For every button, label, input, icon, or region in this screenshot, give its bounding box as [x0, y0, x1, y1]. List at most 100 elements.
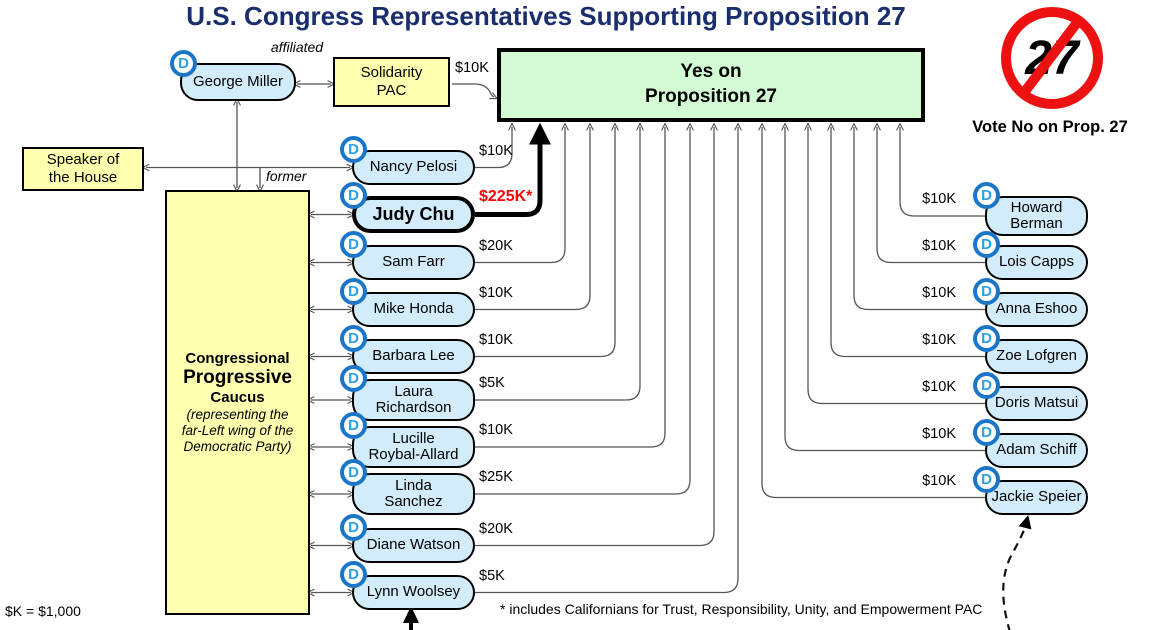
rep-pill: Jackie Speier: [985, 480, 1088, 515]
rep-amount-label: $10K: [922, 284, 956, 301]
rep-name: Zoe Lofgren: [996, 347, 1077, 365]
rep-name: Mike Honda: [373, 300, 454, 318]
rep-pill: Mike Honda: [352, 292, 475, 327]
pac-yes-connector: [452, 83, 494, 97]
rep-name: Linda Sanchez: [384, 476, 443, 510]
speier-dashed-arrow: [1002, 515, 1032, 630]
rep-name: Anna Eshoo: [995, 300, 1078, 318]
funding-connector: [877, 127, 985, 264]
rep-pill: Sam Farr: [352, 245, 475, 280]
pac-amount-label: $10K: [455, 60, 489, 76]
funding-connector: [475, 127, 512, 169]
democrat-badge-icon: D: [973, 182, 1000, 209]
caucus-line2: Progressive: [183, 366, 292, 388]
rep-pill: Zoe Lofgren: [985, 339, 1088, 374]
rep-pill: Doris Matsui: [985, 386, 1088, 421]
rep-amount-label: $10K: [479, 422, 513, 438]
funding-connector: [475, 127, 665, 448]
democrat-badge-icon: D: [340, 182, 367, 209]
rep-pill: Diane Watson: [352, 528, 475, 563]
rep-pill: Judy Chu: [352, 196, 475, 233]
funding-connector: [475, 127, 640, 401]
rep-name: Adam Schiff: [996, 441, 1077, 459]
rep-name: Nancy Pelosi: [369, 158, 458, 176]
rep-amount-label: $20K: [479, 237, 513, 254]
vote-no-caption: Vote No on Prop. 27: [972, 118, 1128, 136]
funding-connector: [808, 127, 985, 405]
scale-footnote: $K = $1,000: [5, 603, 81, 619]
democrat-badge-icon: D: [340, 231, 367, 258]
funding-connector: [475, 127, 738, 594]
rep-pill: Lucille Roybal-Allard: [352, 426, 475, 468]
funding-connector: [475, 127, 714, 547]
rep-name: Lois Capps: [998, 253, 1075, 271]
rep-pill: Linda Sanchez: [352, 473, 475, 515]
asterisk-footnote: * includes Californians for Trust, Respo…: [500, 601, 983, 617]
rep-pill: Nancy Pelosi: [352, 150, 475, 185]
rep-amount-label: $10K: [479, 331, 513, 348]
yes-on-prop27-box: Yes on Proposition 27: [497, 48, 925, 122]
rep-name: Jackie Speier: [991, 488, 1082, 506]
democrat-badge-icon: D: [340, 325, 367, 352]
democrat-badge-icon: D: [340, 514, 367, 541]
caucus-note: (representing the far-Left wing of the D…: [181, 406, 294, 455]
rep-amount-label: $5K: [479, 375, 505, 391]
funding-connector-highlight: [475, 122, 552, 217]
rep-pill: Anna Eshoo: [985, 292, 1088, 327]
funding-connector: [900, 127, 985, 217]
rep-pill: Adam Schiff: [985, 433, 1088, 468]
democrat-badge-icon: D: [340, 278, 367, 305]
caucus-line3: Caucus: [210, 388, 265, 406]
democrat-badge-icon: D: [973, 466, 1000, 493]
funding-connector: [475, 127, 590, 311]
rep-name: Lynn Woolsey: [366, 583, 461, 601]
rep-pill: Lynn Woolsey: [352, 575, 475, 610]
rep-name: Sam Farr: [382, 253, 445, 271]
rep-name: Doris Matsui: [994, 394, 1079, 412]
democrat-badge-icon: D: [340, 136, 367, 163]
rep-amount-label: $10K: [922, 331, 956, 348]
democrat-badge-icon: D: [973, 419, 1000, 446]
rep-name: Howard Berman: [1010, 198, 1063, 232]
funding-connector: [762, 127, 985, 499]
rep-name: Laura Richardson: [375, 382, 452, 416]
democrat-badge-icon: D: [340, 365, 367, 392]
democrat-badge-icon: D: [340, 561, 367, 588]
funding-connector: [475, 127, 690, 495]
affiliated-label: affiliated: [270, 39, 324, 55]
caucus-text: Congressional Progressive Caucus (repres…: [167, 192, 308, 613]
rep-name: Diane Watson: [366, 536, 461, 554]
rep-name: Barbara Lee: [372, 347, 455, 365]
democrat-badge-icon: D: [973, 325, 1000, 352]
rep-amount-label: $10K: [922, 378, 956, 395]
democrat-badge-icon: D: [170, 50, 197, 77]
rep-pill-george-miller: George Miller: [180, 63, 296, 101]
rep-name: Lucille Roybal-Allard: [368, 429, 459, 463]
rep-pill: Laura Richardson: [352, 379, 475, 421]
rep-amount-label: $5K: [479, 567, 505, 584]
no-prop27-logo: 27: [1001, 7, 1103, 109]
funding-connector: [475, 127, 615, 358]
funding-connector: [831, 127, 985, 358]
rep-pill: Howard Berman: [985, 196, 1088, 236]
former-label: former: [266, 168, 307, 184]
democrat-badge-icon: D: [973, 372, 1000, 399]
democrat-badge-icon: D: [973, 278, 1000, 305]
rep-amount-label: $25K: [479, 469, 513, 485]
rep-amount-label: $10K: [479, 142, 513, 159]
democrat-badge-icon: D: [340, 412, 367, 439]
rep-amount-label: $10K: [479, 284, 513, 301]
rep-amount-label: $10K: [922, 237, 956, 254]
rep-amount-label: $225K*: [479, 187, 533, 205]
rep-amount-label: $10K: [922, 425, 956, 442]
democrat-badge-icon: D: [973, 231, 1000, 258]
rep-pill: Barbara Lee: [352, 339, 475, 374]
rep-name: Judy Chu: [372, 203, 455, 224]
rep-amount-label: $20K: [479, 520, 513, 537]
rep-pill: Lois Capps: [985, 245, 1088, 280]
solidarity-pac-box: Solidarity PAC: [333, 57, 450, 107]
speaker-of-the-house-box: Speaker of the House: [22, 147, 144, 191]
progressive-caucus-box: Congressional Progressive Caucus (repres…: [165, 190, 310, 615]
